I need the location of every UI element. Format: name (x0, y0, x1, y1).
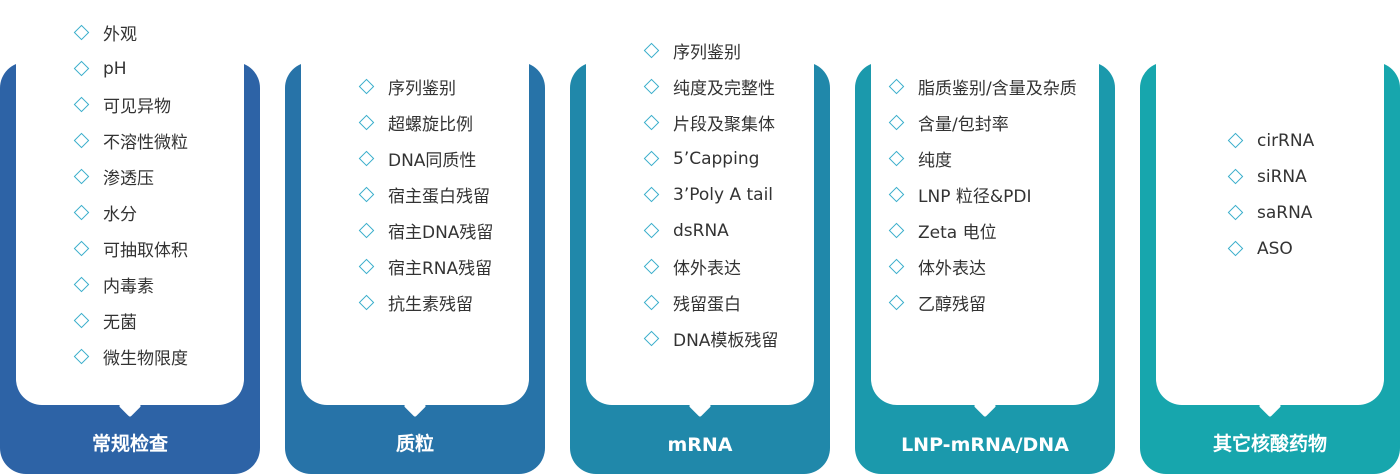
list-item: 3’Poly A tail (643, 177, 814, 213)
list-item: ASO (1227, 231, 1384, 267)
list-item: 渗透压 (73, 159, 244, 195)
list-item: DNA模板残留 (643, 321, 814, 357)
diamond-icon (888, 258, 905, 275)
diamond-icon (358, 150, 375, 167)
list-item: saRNA (1227, 195, 1384, 231)
item-list: 序列鉴别 纯度及完整性 片段及聚集体 5’Capping 3’Poly A ta… (586, 2, 814, 387)
list-item: 体外表达 (888, 249, 1099, 285)
diamond-icon (1227, 240, 1244, 257)
list-item: LNP 粒径&PDI (888, 177, 1099, 213)
list-item: 乙醇残留 (888, 285, 1099, 321)
diamond-icon (1227, 132, 1244, 149)
list-item: 纯度 (888, 141, 1099, 177)
list-item: 宿主蛋白残留 (358, 177, 529, 213)
diamond-icon (73, 60, 90, 77)
diamond-icon (643, 258, 660, 275)
item-list: 脂质鉴别/含量及杂质 含量/包封率 纯度 LNP 粒径&PDI Zeta 电位 … (871, 2, 1099, 387)
diamond-icon (888, 78, 905, 95)
diamond-icon (73, 240, 90, 257)
card-items-panel: 外观 pH 可见异物 不溶性微粒 渗透压 水分 可抽取体积 内毒素 无菌 微生物… (16, 2, 244, 405)
diamond-icon (73, 204, 90, 221)
card-plasmid: 序列鉴别 超螺旋比例 DNA同质性 宿主蛋白残留 宿主DNA残留 宿主RNA残留… (285, 2, 545, 474)
list-item: DNA同质性 (358, 141, 529, 177)
card-items-panel: 脂质鉴别/含量及杂质 含量/包封率 纯度 LNP 粒径&PDI Zeta 电位 … (871, 2, 1099, 405)
list-item: 纯度及完整性 (643, 69, 814, 105)
card-title: 质粒 (395, 433, 434, 455)
diamond-icon (643, 114, 660, 131)
list-item: 抗生素残留 (358, 285, 529, 321)
card-other-nucleic-acid-drugs: cirRNA siRNA saRNA ASO 其它核酸药物 (1140, 2, 1400, 474)
diamond-icon (358, 258, 375, 275)
diamond-icon (643, 78, 660, 95)
list-item: siRNA (1227, 159, 1384, 195)
list-item: 宿主RNA残留 (358, 249, 529, 285)
diamond-icon (358, 78, 375, 95)
item-list: cirRNA siRNA saRNA ASO (1156, 2, 1384, 387)
list-item: 残留蛋白 (643, 285, 814, 321)
diamond-icon (73, 276, 90, 293)
diamond-icon (888, 294, 905, 311)
diamond-icon (358, 294, 375, 311)
card-routine-inspection: 外观 pH 可见异物 不溶性微粒 渗透压 水分 可抽取体积 内毒素 无菌 微生物… (0, 2, 260, 474)
diamond-icon (643, 330, 660, 347)
diamond-icon (643, 42, 660, 59)
card-title: LNP-mRNA/DNA (901, 434, 1069, 456)
diamond-icon (888, 222, 905, 239)
card-mrna: 序列鉴别 纯度及完整性 片段及聚集体 5’Capping 3’Poly A ta… (570, 2, 830, 474)
diamond-icon (1227, 168, 1244, 185)
diamond-icon (358, 186, 375, 203)
diamond-icon (1227, 204, 1244, 221)
diamond-icon (358, 222, 375, 239)
list-item: 宿主DNA残留 (358, 213, 529, 249)
list-item: dsRNA (643, 213, 814, 249)
list-item: 无菌 (73, 303, 244, 339)
diamond-icon (73, 348, 90, 365)
item-list: 序列鉴别 超螺旋比例 DNA同质性 宿主蛋白残留 宿主DNA残留 宿主RNA残留… (301, 2, 529, 387)
list-item: 水分 (73, 195, 244, 231)
diamond-icon (73, 168, 90, 185)
card-items-panel: 序列鉴别 超螺旋比例 DNA同质性 宿主蛋白残留 宿主DNA残留 宿主RNA残留… (301, 2, 529, 405)
list-item: 序列鉴别 (358, 69, 529, 105)
diamond-icon (888, 114, 905, 131)
diamond-icon (643, 186, 660, 203)
card-items-panel: 序列鉴别 纯度及完整性 片段及聚集体 5’Capping 3’Poly A ta… (586, 2, 814, 405)
diamond-icon (643, 294, 660, 311)
diamond-icon (643, 150, 660, 167)
card-title: 常规检查 (91, 433, 168, 455)
card-items-panel: cirRNA siRNA saRNA ASO (1156, 2, 1384, 405)
list-item: 5’Capping (643, 141, 814, 177)
list-item: pH (73, 51, 244, 87)
list-item: 超螺旋比例 (358, 105, 529, 141)
diamond-icon (888, 150, 905, 167)
list-item: 可见异物 (73, 87, 244, 123)
list-item: Zeta 电位 (888, 213, 1099, 249)
list-item: 片段及聚集体 (643, 105, 814, 141)
diamond-icon (73, 312, 90, 329)
list-item: 可抽取体积 (73, 231, 244, 267)
card-lnp-mrna-dna: 脂质鉴别/含量及杂质 含量/包封率 纯度 LNP 粒径&PDI Zeta 电位 … (855, 2, 1115, 474)
list-item: 内毒素 (73, 267, 244, 303)
item-list: 外观 pH 可见异物 不溶性微粒 渗透压 水分 可抽取体积 内毒素 无菌 微生物… (16, 2, 244, 387)
diamond-icon (888, 186, 905, 203)
diamond-icon (73, 24, 90, 41)
list-item: 外观 (73, 15, 244, 51)
diamond-icon (73, 96, 90, 113)
diamond-icon (73, 132, 90, 149)
list-item: 序列鉴别 (643, 33, 814, 69)
card-title: mRNA (667, 434, 733, 456)
diamond-icon (358, 114, 375, 131)
diamond-icon (643, 222, 660, 239)
list-item: 微生物限度 (73, 339, 244, 375)
card-title: 其它核酸药物 (1212, 433, 1327, 455)
list-item: cirRNA (1227, 123, 1384, 159)
list-item: 不溶性微粒 (73, 123, 244, 159)
list-item: 体外表达 (643, 249, 814, 285)
list-item: 脂质鉴别/含量及杂质 (888, 69, 1099, 105)
list-item: 含量/包封率 (888, 105, 1099, 141)
